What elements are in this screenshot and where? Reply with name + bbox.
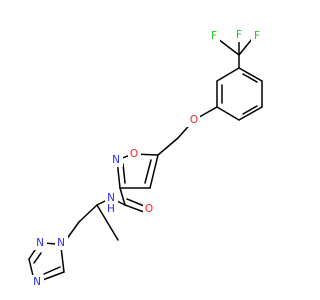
bond-ring-6 — [216, 67, 240, 82]
carbonyl-oxygen-atom: O — [145, 203, 153, 215]
bond-ring-4 — [216, 106, 240, 121]
bond-c4-c5 — [149, 154, 159, 189]
amide-nitrogen-atom: N — [107, 192, 115, 204]
triazole-n2-atom: N — [36, 237, 44, 249]
bond-n2-c3-double — [122, 163, 126, 184]
bond-ring-double-1 — [242, 73, 258, 83]
bond-cf3-f3 — [238, 38, 253, 56]
bond-methylene-c5 — [157, 137, 179, 156]
bond-ch-methyl — [96, 204, 119, 241]
bond-cf3-f2 — [217, 38, 240, 56]
bond-ch2-triazole — [65, 221, 80, 241]
fluorine-atom-right: F — [254, 30, 260, 42]
atom-label-layer: F F F O O N N H O N N N — [31, 29, 263, 289]
bond-tri-c5-n4-double — [43, 266, 61, 275]
bond-ring-3 — [238, 106, 263, 121]
fluorine-atom-top: F — [236, 29, 242, 41]
molecule-structure: F F F O O N N H O N N N — [28, 29, 263, 289]
amide-hydrogen-atom: H — [107, 203, 115, 215]
fluorine-atom-left: F — [211, 30, 217, 42]
triazole-n1-atom: N — [57, 237, 65, 249]
bond-tri-n1-c5 — [60, 246, 65, 273]
bond-ch-ch2 — [78, 204, 98, 223]
isoxazole-nitrogen-atom: N — [112, 154, 120, 166]
bond-tri-c3-n2-double — [33, 252, 42, 264]
isoxazole-oxygen-atom: O — [130, 148, 138, 160]
bond-c4-c5-double — [144, 159, 152, 184]
bond-ring-double-2 — [242, 105, 258, 115]
bond-carbonyl-oxygen-1 — [124, 204, 145, 213]
triazole-n4-atom: N — [33, 276, 41, 288]
bond-c3-carbonyl — [119, 187, 126, 206]
bond-ring-1 — [238, 67, 263, 82]
bond-carbonyl-oxygen-2 — [126, 198, 145, 207]
ether-oxygen-atom: O — [190, 114, 198, 126]
